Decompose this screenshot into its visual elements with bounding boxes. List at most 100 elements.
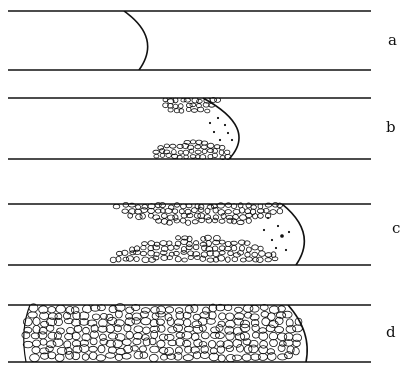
nucleation-dot xyxy=(288,231,290,233)
cell-outline xyxy=(212,218,217,223)
cell-outline xyxy=(150,346,159,353)
cell-outline xyxy=(252,252,258,257)
cell-outline xyxy=(260,341,268,349)
cell-outline xyxy=(140,214,145,220)
cell-outline xyxy=(197,99,203,103)
cell-outline xyxy=(179,209,184,214)
cell-outline xyxy=(126,256,133,262)
cell-outline xyxy=(270,210,276,215)
cell-outline xyxy=(40,339,47,345)
cell-outline xyxy=(48,307,56,313)
cell-outline xyxy=(219,313,226,320)
cell-outline xyxy=(55,354,64,361)
cell-outline xyxy=(89,346,98,352)
cell-outline xyxy=(165,307,173,313)
panel-a xyxy=(8,11,371,70)
cell-outline xyxy=(140,251,146,255)
cell-outline xyxy=(205,109,210,113)
cell-outline xyxy=(131,346,139,351)
nucleation-dot xyxy=(275,247,277,249)
cell-outline xyxy=(195,145,201,149)
cell-outline xyxy=(142,257,149,263)
cell-outline xyxy=(265,258,271,262)
nucleation-dot xyxy=(271,239,273,241)
cell-outline xyxy=(158,146,164,150)
panel-d-cell-network xyxy=(22,304,303,362)
cell-outline xyxy=(242,354,251,361)
cell-outline xyxy=(246,218,251,223)
nucleation-dot xyxy=(217,117,219,119)
cell-outline xyxy=(293,325,303,332)
cell-outline xyxy=(98,345,105,353)
panel-c-meniscus xyxy=(282,204,304,265)
cell-outline xyxy=(154,154,159,158)
cell-outline xyxy=(148,250,155,256)
cell-outline xyxy=(190,103,196,107)
cell-outline xyxy=(293,348,300,355)
cell-outline xyxy=(202,149,207,153)
cell-outline xyxy=(221,213,226,218)
cell-outline xyxy=(74,325,82,332)
cell-outline xyxy=(215,333,224,339)
cell-outline xyxy=(203,307,210,314)
panel-label-b: b xyxy=(386,118,396,136)
panel-b-cell-clusters xyxy=(153,97,231,159)
panel-d xyxy=(8,304,371,363)
cell-outline xyxy=(122,209,128,213)
cell-outline xyxy=(173,215,178,221)
cell-outline xyxy=(198,107,204,112)
nucleation-dot xyxy=(209,122,211,124)
cell-outline xyxy=(140,352,148,358)
cell-outline xyxy=(232,257,238,262)
cell-outline xyxy=(195,150,201,154)
cell-outline xyxy=(123,202,129,207)
cell-outline xyxy=(47,341,56,348)
cell-outline xyxy=(200,352,209,359)
cell-outline xyxy=(267,349,274,355)
nucleation-dot xyxy=(267,217,269,219)
cell-outline xyxy=(165,334,175,340)
cell-outline xyxy=(140,311,148,318)
cell-outline xyxy=(173,104,178,108)
cell-outline xyxy=(136,205,141,209)
cell-outline xyxy=(225,326,234,334)
cell-outline xyxy=(208,341,215,348)
panel-b xyxy=(8,97,371,159)
cell-outline xyxy=(200,312,210,318)
cell-outline xyxy=(278,354,288,360)
cell-outline xyxy=(184,326,193,332)
cell-outline xyxy=(46,346,54,352)
cell-outline xyxy=(157,306,166,314)
cell-outline xyxy=(134,250,141,254)
cell-outline xyxy=(247,247,252,252)
cell-outline xyxy=(287,346,294,354)
cell-outline xyxy=(184,155,189,159)
cell-outline xyxy=(141,208,148,213)
nucleation-dot xyxy=(285,249,287,251)
cell-outline xyxy=(231,246,237,251)
cell-outline xyxy=(32,347,40,354)
cell-outline xyxy=(176,332,185,338)
cell-outline xyxy=(172,209,177,214)
cell-outline xyxy=(72,333,80,340)
cell-outline xyxy=(258,353,267,360)
cell-outline xyxy=(201,237,206,242)
cell-outline xyxy=(141,318,151,325)
panel-label-a: a xyxy=(388,31,397,49)
cell-outline xyxy=(194,339,202,347)
cell-outline xyxy=(183,150,189,155)
cell-outline xyxy=(23,341,33,348)
cell-outline xyxy=(219,251,225,255)
nucleation-dot xyxy=(219,139,221,141)
cell-outline xyxy=(182,332,192,340)
cell-outline xyxy=(184,319,191,327)
cell-outline xyxy=(132,318,141,324)
cell-outline xyxy=(258,246,263,251)
cell-outline xyxy=(285,352,293,359)
cell-outline xyxy=(56,305,66,313)
cell-outline xyxy=(151,307,160,314)
cell-outline xyxy=(252,324,259,331)
nucleation-dot xyxy=(277,225,279,227)
cell-outline xyxy=(186,107,191,111)
